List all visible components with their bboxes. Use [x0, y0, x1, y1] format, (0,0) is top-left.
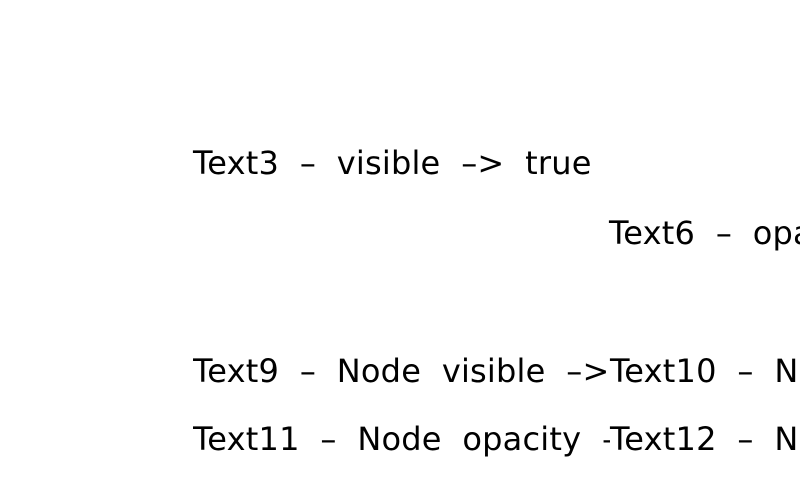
text-run-text9: Text9 – Node visible –> tru: [193, 352, 610, 390]
text-run-text9-clip: Text9 – Node visible –> tru: [193, 352, 610, 392]
text-run-text10: Text10 – Nod: [610, 352, 800, 390]
text-run-text12: Text12 – Nod: [610, 420, 800, 458]
text-run-text3: Text3 – visible –> true: [193, 144, 592, 182]
text-run-text11-clip: Text11 – Node opacity –> 0: [193, 420, 610, 460]
text-run-text6: Text6 – opac: [609, 214, 800, 252]
text-run-text11: Text11 – Node opacity –> 0: [193, 420, 610, 458]
